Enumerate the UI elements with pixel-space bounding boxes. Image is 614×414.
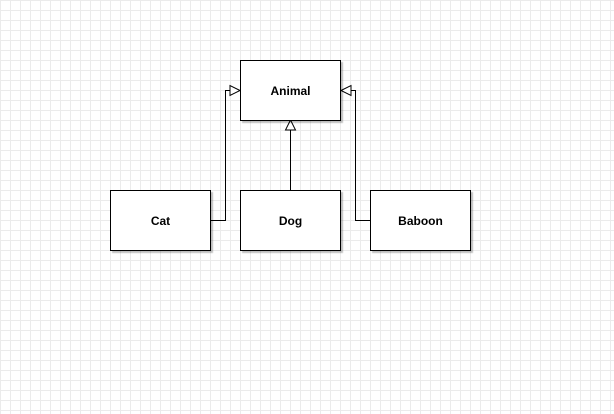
generalization-arrowhead-icon [229, 84, 242, 97]
class-node-cat[interactable]: Cat [110, 190, 211, 251]
edge-cat-to-animal[interactable] [210, 84, 242, 221]
class-node-label: Cat [150, 213, 171, 228]
class-node-dog[interactable]: Dog [240, 190, 341, 251]
class-node-baboon[interactable]: Baboon [370, 190, 471, 251]
edge-baboon-to-animal-line[interactable] [351, 90, 370, 221]
edge-cat-to-animal-line[interactable] [210, 90, 231, 221]
class-node-label: Animal [270, 83, 311, 98]
class-node-animal[interactable]: Animal [240, 60, 341, 121]
edge-dog-to-animal[interactable] [284, 118, 297, 190]
class-node-label: Baboon [398, 213, 443, 228]
generalization-arrowhead-icon [339, 84, 352, 97]
edge-baboon-to-animal[interactable] [339, 84, 370, 221]
class-node-label: Dog [278, 213, 303, 228]
generalization-arrowhead-icon [284, 118, 297, 131]
